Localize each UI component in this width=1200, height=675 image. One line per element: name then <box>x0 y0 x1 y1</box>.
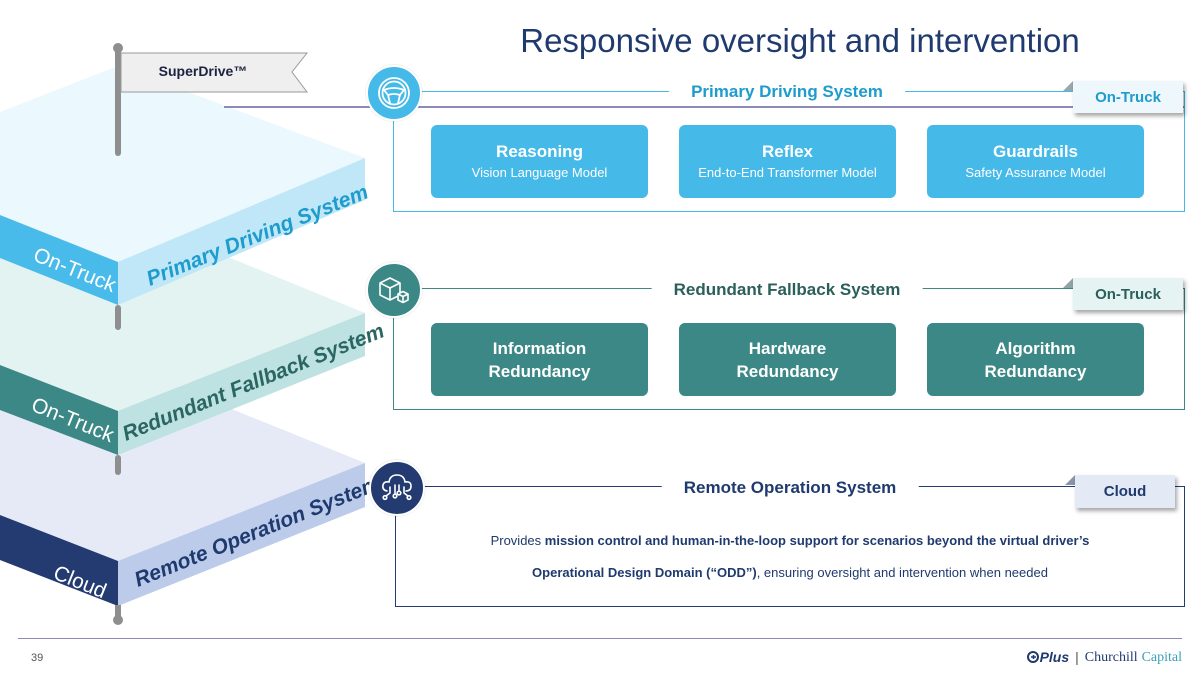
card-title-line1: Algorithm <box>995 338 1076 358</box>
superdrive-connector-line <box>224 106 1184 108</box>
card-title-line1: Hardware <box>748 338 827 358</box>
layer-primary-side-face <box>0 215 118 305</box>
primary-tag-notch <box>1063 81 1073 91</box>
description-text: Provides <box>490 533 545 548</box>
flag-banner <box>120 52 309 93</box>
fallback-card-hardware: Hardware Redundancy <box>679 323 896 396</box>
primary-card-reflex: Reflex End-to-End Transformer Model <box>679 125 896 198</box>
footer-divider <box>18 638 1182 639</box>
primary-system-title: Primary Driving System <box>669 82 905 102</box>
remote-icon-badge <box>369 460 425 516</box>
description-bold-text: mission control and human-in-the-loop su… <box>544 533 1090 548</box>
primary-location-tag: On-Truck <box>1073 81 1183 113</box>
fallback-icon-badge <box>366 262 422 318</box>
layer-remote-front-face <box>118 463 365 606</box>
footer-brand: Plus | Churchill Capital <box>1026 648 1182 666</box>
brand-separator: | <box>1075 649 1079 665</box>
description-text: , ensuring oversight and intervention wh… <box>756 565 1048 580</box>
card-subtitle: End-to-End Transformer Model <box>698 164 877 180</box>
layer-fallback-side-face <box>0 365 118 455</box>
flag-pole-segment <box>115 455 121 475</box>
card-subtitle: Vision Language Model <box>471 164 608 180</box>
card-title-line1: Information <box>492 338 587 358</box>
page-number: 39 <box>31 652 44 664</box>
flag-pole-segment <box>115 605 121 620</box>
card-title-line2: Redundancy <box>736 361 839 381</box>
primary-card-guardrails: Guardrails Safety Assurance Model <box>927 125 1144 198</box>
remote-description-line2: Operational Design Domain (“ODD”), ensur… <box>400 565 1180 580</box>
remote-location-tag: Cloud <box>1075 475 1175 508</box>
card-subtitle: Safety Assurance Model <box>965 164 1106 180</box>
capital-logo-text: Capital <box>1141 650 1182 665</box>
layer-remote-side-face <box>0 515 118 606</box>
plus-logo-text: Plus <box>1039 649 1070 665</box>
card-title-line2: Redundancy <box>984 361 1087 381</box>
fallback-location-tag: On-Truck <box>1073 278 1183 310</box>
page-title: Responsive oversight and intervention <box>520 22 1080 59</box>
fallback-system-title: Redundant Fallback System <box>651 280 923 300</box>
plus-logo-icon <box>1026 651 1039 663</box>
cloud-network-icon <box>382 474 412 501</box>
remote-system-title: Remote Operation System <box>661 478 919 498</box>
description-bold-text: Operational Design Domain (“ODD”) <box>532 565 757 580</box>
steering-wheel-icon <box>378 77 410 109</box>
primary-card-reasoning: Reasoning Vision Language Model <box>431 125 648 198</box>
fallback-card-information: Information Redundancy <box>431 323 648 396</box>
layer-fallback-front-face <box>118 313 365 455</box>
layer-primary-top-face <box>0 66 365 262</box>
primary-icon-badge <box>366 65 422 121</box>
remote-description-line1: Provides mission control and human-in-th… <box>400 533 1180 548</box>
system-stack-illustration: Cloud Remote Operation System On-Truck R… <box>0 43 388 625</box>
fallback-card-algorithm: Algorithm Redundancy <box>927 323 1144 396</box>
card-title: Reasoning <box>496 141 583 161</box>
cubes-icon <box>379 277 409 304</box>
plus-logo: Plus <box>1026 649 1070 665</box>
flag-pole <box>115 46 121 156</box>
churchill-logo-text: Churchill <box>1084 650 1138 665</box>
fallback-tag-notch <box>1063 278 1073 288</box>
layer-primary-front-face <box>118 158 365 305</box>
remote-tag-notch <box>1065 475 1075 485</box>
flag-pole-knob <box>113 43 123 53</box>
flag-pole-segment <box>115 305 121 330</box>
flag-label: SuperDrive™ <box>158 63 248 79</box>
card-title: Reflex <box>761 141 814 161</box>
card-title: Guardrails <box>992 141 1079 161</box>
card-title-line2: Redundancy <box>488 361 591 381</box>
stack-layer-primary: On-Truck Primary Driving System <box>0 66 372 305</box>
